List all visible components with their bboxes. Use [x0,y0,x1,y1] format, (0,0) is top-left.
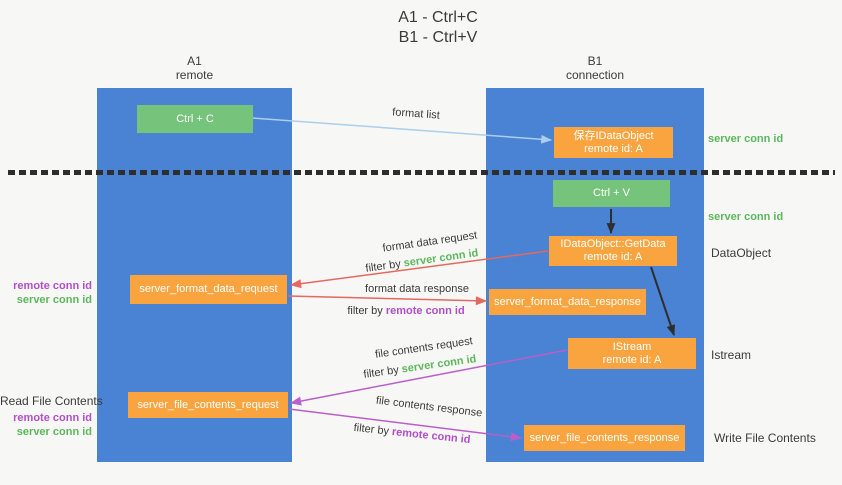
label-left-server-conn-id-top: server conn id [16,294,92,306]
label-right-server-conn-id-mid: server conn id [708,211,784,223]
title-line-1: A1 - Ctrl+C [398,9,478,26]
label-right-server-conn-id-top: server conn id [708,133,784,145]
arrow-getdata-to-istream [650,266,675,337]
diagram-title: A1 - Ctrl+C B1 - Ctrl+V [288,8,588,48]
lane-right-subtitle: connection [565,68,625,82]
label-write-file-contents: Write File Contents [714,431,816,445]
node-server-file-contents-request: server_file_contents_request [128,392,288,418]
label-istream: Istream [711,348,752,362]
arrow-format-list [252,117,553,144]
label-format-data-response: format data response [365,283,469,295]
phase-separator-dotted-line [8,170,835,175]
arrow-format-data-response [287,295,488,306]
label-remote-conn-id-filter-1: remote conn id [385,305,465,317]
arrow-file-contents-response [288,408,523,442]
node-ctrl-v: Ctrl + V [553,180,670,207]
label-filter-by-2: filter by [347,305,386,317]
lane-right-name: B1 [587,54,603,68]
node-ctrl-c-label: Ctrl + C [176,112,214,125]
node-idataobject-getdata: IDataObject::GetData remote id: A [549,236,677,266]
label-left-server-conn-id-bottom: server conn id [16,426,92,438]
node-istream: IStream remote id: A [568,338,696,369]
node-server-file-contents-response: server_file_contents_response [524,425,685,451]
node-save-idataobject-line2: remote id: A [584,142,643,155]
node-format-response-label: server_format_data_response [494,295,641,308]
node-file-request-label: server_file_contents_request [137,398,279,411]
node-server-format-data-response: server_format_data_response [489,289,646,315]
arrow-format-data-request [289,250,549,289]
node-ctrl-c: Ctrl + C [137,105,253,133]
node-ctrl-v-label: Ctrl + V [593,187,630,199]
label-read-file-contents: Read File Contents [0,394,103,408]
lane-left-name: A1 [187,54,202,68]
lane-header-left: A1 remote [97,54,292,82]
lane-left-subtitle: remote [175,68,214,82]
label-format-data-response-filter: filter by remote conn id [340,305,472,318]
node-getdata-line1: IDataObject::GetData [560,238,666,250]
node-save-idataobject-line1: 保存IDataObject [573,129,654,142]
node-istream-line1: IStream [612,340,652,353]
node-file-response-label: server_file_contents_response [529,431,680,444]
lane-header-right: B1 connection [486,54,704,82]
node-getdata-line2: remote id: A [583,251,643,263]
label-left-remote-conn-id-top: remote conn id [13,280,92,292]
title-line-2: B1 - Ctrl+V [398,29,478,46]
node-format-request-label: server_format_data_request [139,283,278,295]
arrow-file-contents-request [289,349,568,406]
label-dataobject: DataObject [711,246,772,260]
node-server-format-data-request: server_format_data_request [130,275,287,304]
label-left-remote-conn-id-bottom: remote conn id [13,412,92,424]
node-save-idataobject: 保存IDataObject remote id: A [554,127,673,158]
node-istream-line2: remote id: A [602,353,662,366]
